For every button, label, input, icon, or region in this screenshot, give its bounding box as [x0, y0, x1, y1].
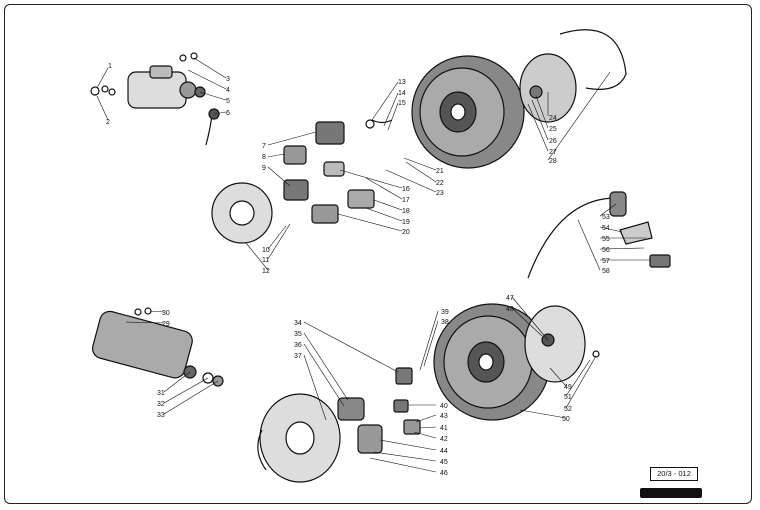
callout-labels: 1 2 3 4 5 6 7 8 9 10 11 12 13 14 15 16 1… [106, 63, 610, 477]
callout-28: 28 [549, 158, 557, 165]
callout-7: 7 [262, 143, 266, 150]
callout-50: 50 [562, 416, 570, 423]
callout-37: 37 [294, 353, 302, 360]
callout-42: 42 [440, 436, 448, 443]
callout-41: 41 [440, 425, 448, 432]
callout-30: 30 [162, 310, 170, 317]
callout-14: 14 [398, 90, 406, 97]
callout-46: 46 [440, 470, 448, 477]
callout-49: 49 [564, 384, 572, 391]
flywheel-lower [433, 303, 600, 421]
callout-9: 9 [262, 165, 266, 172]
callout-25: 25 [549, 126, 557, 133]
callout-24: 24 [549, 115, 557, 122]
callout-45: 45 [440, 459, 448, 466]
callout-57: 57 [602, 258, 610, 265]
callout-17: 17 [402, 197, 410, 204]
callout-29: 29 [162, 321, 170, 328]
callout-48: 48 [506, 306, 514, 313]
callout-32: 32 [157, 401, 165, 408]
reference-code-box: 20/3 - 012 [650, 467, 698, 481]
callout-6: 6 [226, 110, 230, 117]
callout-43: 43 [440, 413, 448, 420]
callout-35: 35 [294, 331, 302, 338]
callout-12: 12 [262, 268, 270, 275]
callout-51: 51 [564, 394, 572, 401]
callout-26: 26 [549, 138, 557, 145]
callout-13: 13 [398, 79, 406, 86]
callout-5: 5 [226, 98, 230, 105]
callout-22: 22 [436, 180, 444, 187]
callout-21: 21 [436, 168, 444, 175]
callout-52: 52 [564, 406, 572, 413]
callout-44: 44 [440, 448, 448, 455]
cylinder-unit [91, 307, 224, 387]
spark-plug-lead [527, 191, 671, 279]
flywheel-top [411, 29, 627, 169]
callout-58: 58 [602, 268, 610, 275]
callout-23: 23 [436, 190, 444, 197]
callout-47: 47 [506, 295, 514, 302]
callout-4: 4 [226, 87, 230, 94]
callout-56: 56 [602, 247, 610, 254]
callout-34: 34 [294, 320, 302, 327]
callout-33: 33 [157, 412, 165, 419]
drawing-border [4, 4, 752, 504]
stator-assembly [211, 119, 393, 244]
callout-20: 20 [402, 229, 410, 236]
callout-54: 54 [602, 225, 610, 232]
callout-39: 39 [441, 309, 449, 316]
callout-3: 3 [226, 76, 230, 83]
callout-27: 27 [549, 149, 557, 156]
callout-11: 11 [262, 257, 269, 264]
callout-38: 38 [441, 319, 449, 326]
callout-16: 16 [402, 186, 410, 193]
callout-36: 36 [294, 342, 302, 349]
callout-1: 1 [108, 63, 112, 70]
callout-2: 2 [106, 119, 110, 126]
callout-53: 53 [602, 214, 610, 221]
callout-18: 18 [402, 208, 410, 215]
callout-31: 31 [157, 390, 165, 397]
callout-15: 15 [398, 100, 406, 107]
publisher-logo [640, 488, 702, 498]
callout-55: 55 [602, 236, 610, 243]
leader-lines [96, 57, 650, 473]
callout-8: 8 [262, 154, 266, 161]
callout-10: 10 [262, 247, 270, 254]
starter-motor [90, 52, 220, 146]
callout-40: 40 [440, 403, 448, 410]
callout-19: 19 [402, 219, 410, 226]
base-plate-lower [257, 367, 421, 483]
